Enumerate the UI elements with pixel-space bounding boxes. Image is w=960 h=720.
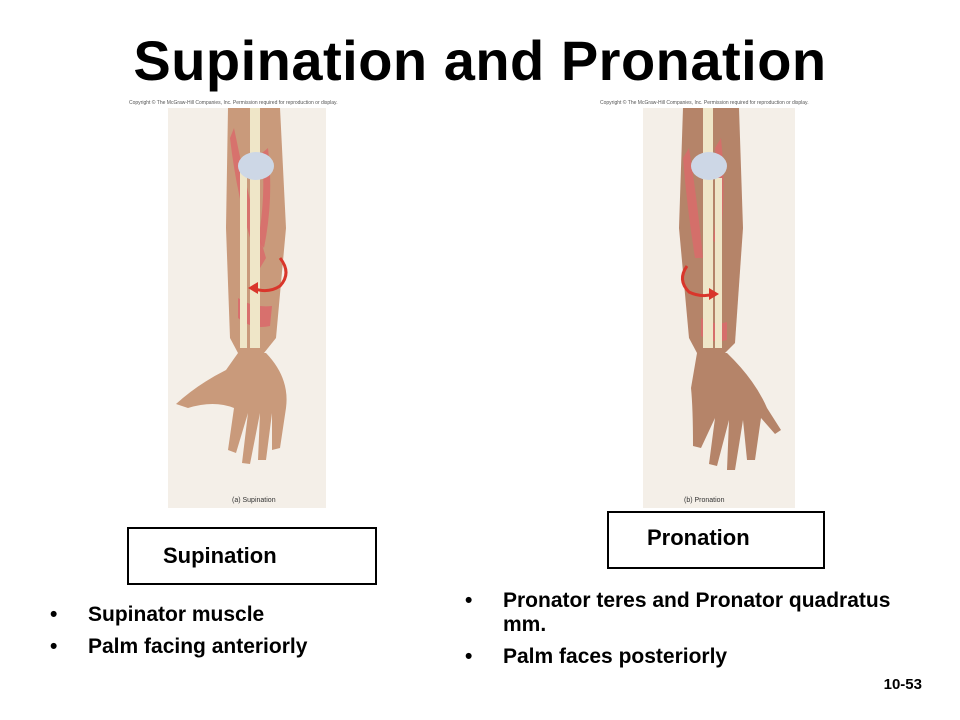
supination-label: Supination	[163, 543, 277, 568]
slide-title: Supination and Pronation	[133, 29, 827, 92]
pronation-arm-illustration	[679, 108, 781, 470]
supination-arm-illustration	[176, 108, 288, 464]
pronation-bullet-2: Palm faces posteriorly	[465, 645, 905, 669]
supination-bullet-1: Supinator muscle	[50, 603, 410, 627]
pronation-bullet-list: Pronator teres and Pronator quadratus mm…	[465, 589, 905, 677]
supination-bullet-2: Palm facing anteriorly	[50, 635, 410, 659]
pronation-label-box: Pronation	[607, 511, 825, 569]
pronation-bullet-1: Pronator teres and Pronator quadratus mm…	[465, 589, 905, 637]
copyright-notice-right: Copyright © The McGraw-Hill Companies, I…	[600, 100, 809, 106]
figure-caption-pronation: (b) Pronation	[684, 497, 725, 504]
pronation-label: Pronation	[647, 525, 750, 550]
copyright-notice-left: Copyright © The McGraw-Hill Companies, I…	[129, 100, 338, 106]
pronation-figure	[643, 108, 795, 508]
figure-caption-supination: (a) Supination	[232, 497, 276, 504]
supination-figure	[168, 108, 326, 508]
supination-label-box: Supination	[127, 527, 377, 585]
supination-bullet-list: Supinator muscle Palm facing anteriorly	[50, 603, 410, 667]
slide-number: 10-53	[883, 676, 922, 693]
